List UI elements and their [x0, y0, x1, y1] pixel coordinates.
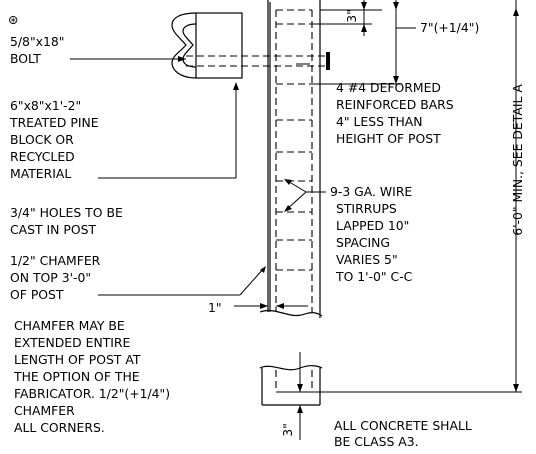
chamfer-note-line-7: ALL CORNERS. [14, 420, 105, 435]
top-cover-label: 3" [344, 9, 359, 23]
post-bottom-section [259, 365, 323, 406]
bars-line-4: HEIGHT OF POST [336, 131, 441, 146]
concrete-line-1: ALL CONCRETE SHALL [334, 418, 472, 433]
bars-line-2: REINFORCED BARS [336, 97, 454, 112]
chamfer-top-note: 1/2" CHAMFER ON TOP 3'-0" OF POST [10, 253, 101, 302]
leader-lines [70, 56, 326, 296]
stirrups-line-6: TO 1'-0" C-C [335, 269, 412, 284]
bars-note: 4 #4 DEFORMED REINFORCED BARS 4" LESS TH… [336, 80, 454, 146]
bolt [186, 52, 330, 70]
stirrups-note: 9-3 GA. WIRE STIRRUPS LAPPED 10" SPACING… [330, 184, 412, 284]
wood-block [195, 12, 243, 79]
block-line-3: BLOCK OR [10, 132, 74, 147]
stirrups [276, 9, 312, 271]
w-beam-rail [171, 12, 197, 79]
concrete-post [259, 0, 323, 318]
chamfer-top-line-3: OF POST [10, 287, 64, 302]
block-line-2: TREATED PINE [9, 115, 99, 130]
holes-line-1: 3/4" HOLES TO BE [10, 205, 123, 220]
block-line-4: RECYCLED [10, 149, 75, 164]
side-cover-dimension [234, 303, 308, 309]
bar-offset-dimension [393, 0, 416, 84]
bottom-cover-dimension [297, 352, 303, 440]
chamfer-note-line-4: THE OPTION OF THE [13, 369, 140, 384]
block-note: 6"x8"x1'-2" TREATED PINE BLOCK OR RECYCL… [9, 98, 99, 181]
chamfer-note-line-3: LENGTH OF POST AT [14, 352, 141, 367]
stirrups-line-4: SPACING [336, 235, 390, 250]
holes-note: 3/4" HOLES TO BE CAST IN POST [10, 205, 123, 237]
holes-line-2: CAST IN POST [10, 222, 96, 237]
post-length-label: 6'-0" MIN., SEE DETAIL A [510, 84, 525, 236]
chamfer-top-line-1: 1/2" CHAMFER [10, 253, 101, 268]
bottom-cover-label: 3" [280, 423, 295, 437]
stirrups-line-5: VARIES 5" [336, 252, 398, 267]
stirrups-line-3: LAPPED 10" [336, 218, 409, 233]
bolt-note: 5/8"x18" BOLT [10, 34, 64, 66]
post-length-dimension [312, 0, 522, 393]
concrete-line-2: BE CLASS A3. [334, 434, 419, 449]
chamfer-note-line-6: CHAMFER [14, 403, 75, 418]
side-cover-label: 1" [208, 300, 222, 315]
bars-line-3: 4" LESS THAN [336, 114, 423, 129]
top-cover-dimension [312, 0, 382, 36]
bars-line-1: 4 #4 DEFORMED [336, 80, 441, 95]
chamfer-note: CHAMFER MAY BE EXTENDED ENTIRE LENGTH OF… [13, 318, 170, 435]
chamfer-top-line-2: ON TOP 3'-0" [10, 270, 91, 285]
bar-offset-label: 7"(+1/4") [420, 20, 479, 35]
bolt-text: BOLT [10, 51, 41, 66]
chamfer-note-line-1: CHAMFER MAY BE [14, 318, 125, 333]
stirrups-line-2: STIRRUPS [336, 201, 397, 216]
chamfer-note-line-5: FABRICATOR. 1/2"(+1/4") [14, 386, 170, 401]
asterisk-symbol: ⊛ [8, 12, 18, 27]
chamfer-note-line-2: EXTENDED ENTIRE [14, 335, 131, 350]
block-line-1: 6"x8"x1'-2" [10, 98, 81, 113]
concrete-note: ALL CONCRETE SHALL BE CLASS A3. [334, 418, 472, 449]
reinforcing-bars [275, 10, 313, 312]
block-line-5: MATERIAL [10, 166, 71, 181]
bolt-size-text: 5/8"x18" [10, 34, 64, 49]
stirrups-line-1: 9-3 GA. WIRE [330, 184, 412, 199]
